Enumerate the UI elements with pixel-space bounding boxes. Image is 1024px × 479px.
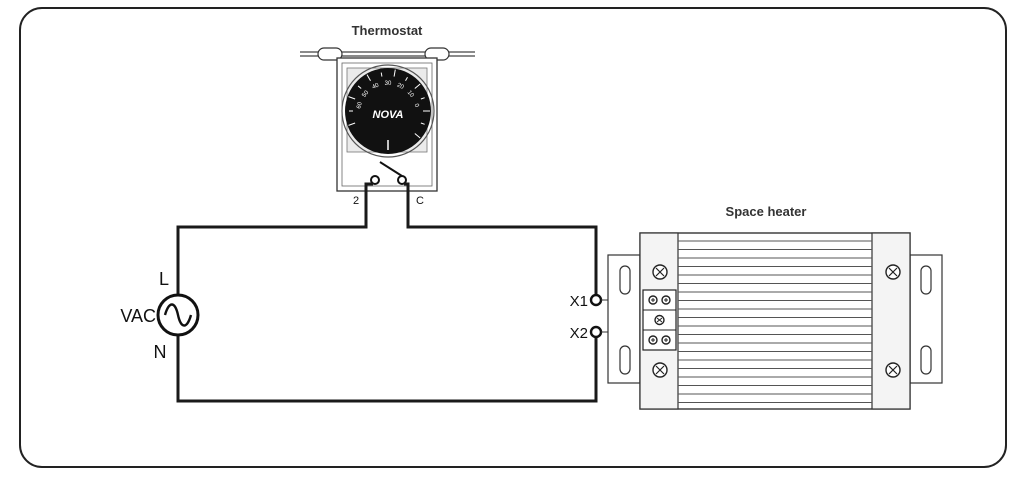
dial-tick [348,96,356,100]
mounting-slot [619,265,631,295]
dial-tick [414,83,421,89]
source-label: VAC [120,306,156,326]
thermostat-dial[interactable]: 60 50 40 30 20 10 0 NOVA [341,64,435,158]
dial-scale-label: 30 [385,81,392,87]
wire-neutral-to-x2 [176,336,598,403]
sine-wave-icon [163,303,193,327]
thermostat-brand-logo: NOVA [373,109,404,121]
terminal-x2-label: X2 [570,325,588,342]
thermostat-title: Thermostat [352,23,423,38]
heater-end-cap [871,232,911,410]
dial-tick [393,69,396,77]
terminal-x1-label: X1 [570,293,588,310]
terminal-2-label: 2 [353,195,359,207]
cap-screw-icon [652,362,668,378]
thermostat-switch [370,161,407,185]
terminal-c-label: C [416,195,424,207]
dial-tick [366,74,371,81]
terminal-x2 [589,325,603,339]
dial-scale-label: 20 [396,83,405,92]
heater-fins [678,240,872,403]
cap-screw-icon [885,362,901,378]
mounting-slot [619,345,631,375]
dial-ticks [348,69,430,139]
dial-tick [357,85,362,89]
dial-tick [405,76,408,81]
terminal-c-contact [397,175,407,185]
wire-thermostat-to-x1 [404,182,598,296]
neutral-label: N [154,342,167,362]
ac-source: VAC L N [120,269,200,362]
dial-tick [414,133,421,139]
dial-face[interactable] [345,68,431,154]
space-heater: Space heater [607,204,943,410]
heater-title: Space heater [726,204,807,219]
wire-line-to-thermostat [176,182,373,294]
dial-tick [348,122,356,126]
dial-scale-label: 50 [361,89,370,98]
thermostat: Thermostat 60 50 40 30 20 10 0 [300,23,475,207]
heater-body [639,232,911,410]
terminal-x1 [589,293,603,307]
cap-screw-icon [652,264,668,280]
mounting-slot [920,265,932,295]
terminal-block [642,289,677,351]
dial-scale: 60 50 40 30 20 10 0 [356,81,419,110]
dial-scale-label: 10 [406,90,415,99]
dial-scale-label: 0 [413,103,420,108]
dial-tick [380,72,383,77]
cap-screw-icon [885,264,901,280]
line-label: L [159,269,169,289]
terminal-2-contact [370,175,380,185]
dial-tick [420,122,425,125]
dial-scale-label: 60 [356,101,364,110]
mounting-slot [920,345,932,375]
dial-scale-label: 40 [371,82,380,91]
dial-tick [420,97,425,100]
